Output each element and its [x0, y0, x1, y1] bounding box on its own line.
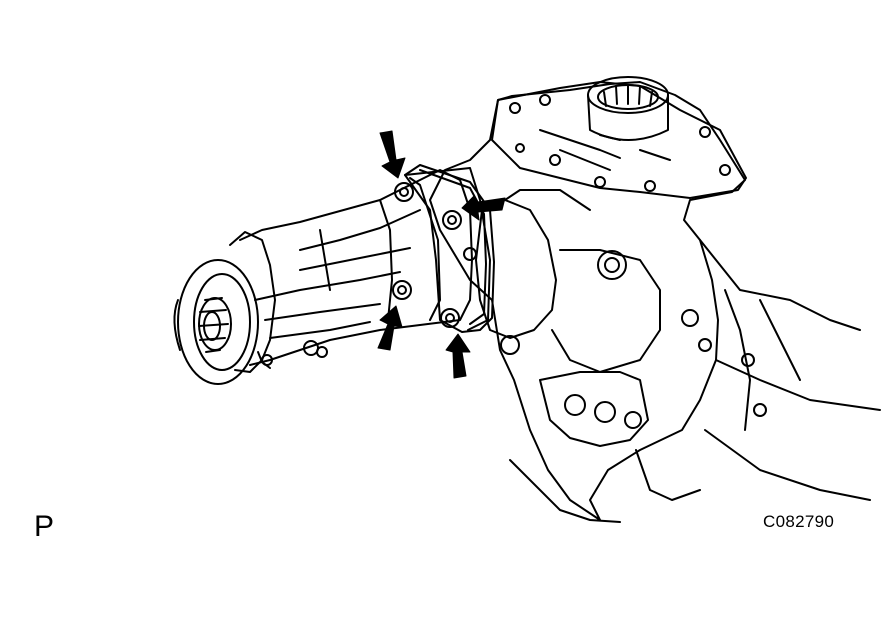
output-flange [173, 231, 276, 385]
extension-housing [239, 167, 491, 366]
arrow-icon [445, 333, 471, 379]
corner-label: P [34, 510, 55, 543]
gasket-plate [404, 164, 495, 333]
differential-housing [429, 81, 881, 523]
arrow-icon [461, 195, 506, 221]
arrow-icon [379, 130, 406, 179]
arrow-icon [377, 305, 403, 351]
figure-code: C082790 [763, 512, 835, 531]
arrow-markers [377, 130, 506, 379]
mounting-bolts [392, 182, 477, 328]
top-flange [491, 76, 747, 199]
